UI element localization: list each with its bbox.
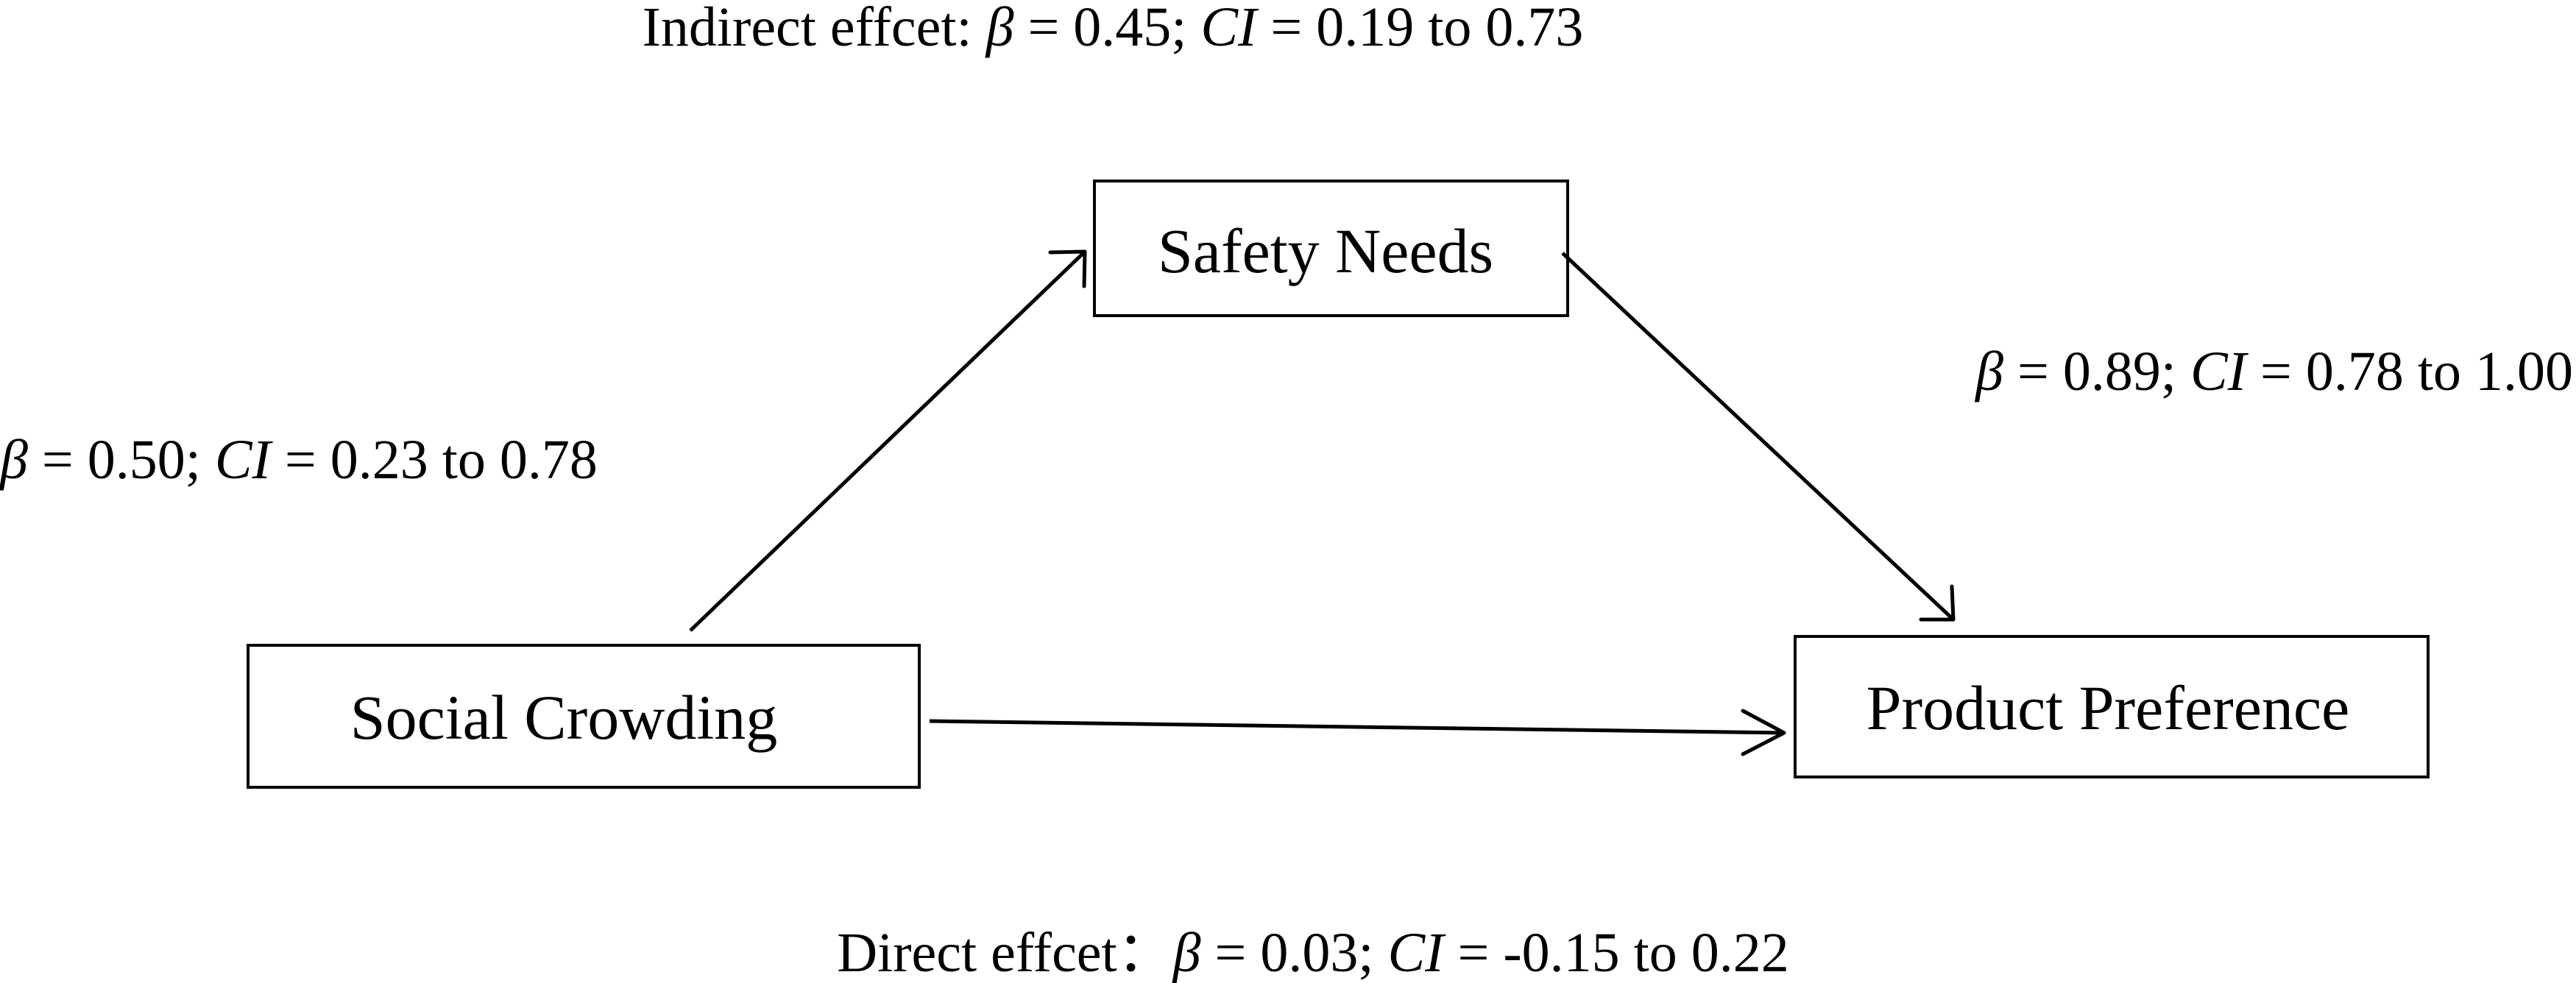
path-a-beta-symbol: β <box>0 429 28 491</box>
path-b-ci-value: = 0.78 to 1.00 <box>2246 341 2573 402</box>
path-b-ci-symbol: CI <box>2190 341 2249 402</box>
arrow-safety-to-product <box>1561 252 1956 622</box>
direct-beta-value: = 0.03; <box>1201 922 1388 983</box>
node-product-preference-label: Product Preference <box>1866 673 2350 743</box>
node-safety-needs-label: Safety Needs <box>1158 216 1493 286</box>
indirect-ci-value: = 0.19 to 0.73 <box>1256 0 1583 58</box>
direct-effect-prefix: Direct effcet： <box>837 922 1172 983</box>
indirect-effect-label: Indirect effcet: β = 0.45; CI = 0.19 to … <box>643 0 1584 58</box>
node-safety-needs: Safety Needs <box>1093 180 1569 317</box>
arrow-social-to-product <box>929 709 1786 756</box>
direct-ci-value: = -0.15 to 0.22 <box>1444 922 1789 983</box>
path-a-ci-value: = 0.23 to 0.78 <box>271 429 598 491</box>
node-product-preference: Product Preference <box>1794 635 2430 778</box>
direct-ci-symbol: CI <box>1388 922 1447 983</box>
path-b-label: β = 0.89; CI = 0.78 to 1.00 <box>1974 341 2573 402</box>
path-b-beta-value: = 0.89; <box>2003 341 2190 402</box>
path-a-ci-symbol: CI <box>215 429 274 491</box>
indirect-beta-symbol: β <box>985 0 1014 58</box>
direct-effect-label: Direct effcet：β = 0.03; CI = -0.15 to 0.… <box>837 922 1789 983</box>
path-a-beta-value: = 0.50; <box>28 429 215 491</box>
indirect-beta-value: = 0.45; <box>1013 0 1200 58</box>
node-social-crowding: Social Crowding <box>247 644 921 789</box>
arrow-social-to-safety <box>689 249 1087 632</box>
path-b-beta-symbol: β <box>1974 341 2003 402</box>
indirect-effect-prefix: Indirect effcet: <box>643 0 986 58</box>
path-a-label: β = 0.50; CI = 0.23 to 0.78 <box>0 429 598 491</box>
direct-beta-symbol: β <box>1172 922 1201 983</box>
node-social-crowding-label: Social Crowding <box>350 682 777 753</box>
indirect-ci-symbol: CI <box>1200 0 1259 58</box>
